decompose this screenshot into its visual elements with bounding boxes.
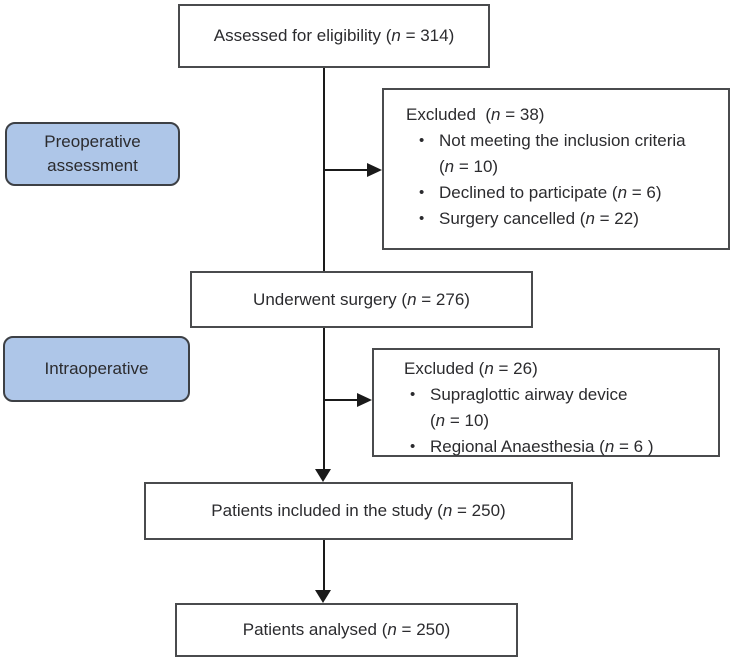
- excluded-intraop-item-1: • Supraglottic airway device (n = 10): [410, 382, 712, 434]
- excluded-intraop-title: Excluded (n = 26): [404, 359, 538, 378]
- excluded-preop-item-1: • Not meeting the inclusion criteria (n …: [419, 128, 722, 180]
- stage-intraop-line1: Intraoperative: [44, 359, 149, 378]
- connector-branch-excluded-intraop: [324, 399, 358, 401]
- connector-included-to-analysed: [323, 540, 325, 591]
- excluded-intraop-item-1-line-2: (n = 10): [430, 411, 490, 430]
- bullet-icon: •: [419, 184, 425, 201]
- connector-branch-excluded-preop: [324, 169, 368, 171]
- excluded-preop-item-1-line-1: Not meeting the inclusion criteria: [439, 131, 686, 150]
- box-excluded-preop: Excluded (n = 38) • Not meeting the incl…: [382, 88, 730, 250]
- box-underwent-surgery: Underwent surgery (n = 276): [190, 271, 533, 328]
- box-assessed-eligibility-label: Assessed for eligibility (n = 314): [214, 26, 455, 46]
- label-text: Assessed for eligibility (: [213, 26, 392, 45]
- arrowhead-analysed-icon: [315, 590, 331, 603]
- bullet-icon: •: [419, 210, 425, 227]
- bullet-icon: •: [410, 386, 416, 403]
- box-patients-analysed: Patients analysed (n = 250): [175, 603, 518, 657]
- excluded-intraop-item-1-line-1: Supraglottic airway device: [430, 385, 628, 404]
- box-assessed-eligibility: Assessed for eligibility (n = 314): [178, 4, 490, 68]
- excluded-preop-item-2: • Declined to participate (n = 6): [419, 180, 722, 206]
- label-text: = 314): [400, 26, 455, 45]
- arrowhead-excluded-intraop-icon: [357, 393, 372, 407]
- label-n-italic: n: [391, 26, 401, 45]
- box-excluded-intraop: Excluded (n = 26) • Supraglottic airway …: [372, 348, 720, 457]
- arrowhead-included-icon: [315, 469, 331, 482]
- excluded-preop-item-3: • Surgery cancelled (n = 22): [419, 206, 722, 232]
- bullet-icon: •: [410, 438, 416, 455]
- stage-preop-line1: Preoperative: [44, 132, 141, 151]
- stage-preoperative-assessment: Preoperative assessment: [5, 122, 180, 186]
- excluded-preop-title: Excluded (n = 38): [406, 105, 545, 124]
- bullet-icon: •: [419, 132, 425, 149]
- box-underwent-surgery-label: Underwent surgery (n = 276): [253, 289, 470, 309]
- stage-preop-line2: assessment: [47, 156, 138, 175]
- box-patients-included-label: Patients included in the study (n = 250): [211, 501, 506, 520]
- excluded-intraop-item-2: • Regional Anaesthesia (n = 6 ): [410, 434, 712, 460]
- stage-intraoperative: Intraoperative: [3, 336, 190, 402]
- box-patients-included: Patients included in the study (n = 250): [144, 482, 573, 540]
- excluded-preop-item-1-line-2: (n = 10): [439, 157, 499, 176]
- box-patients-analysed-label: Patients analysed (n = 250): [242, 620, 451, 639]
- arrowhead-excluded-preop-icon: [367, 163, 382, 177]
